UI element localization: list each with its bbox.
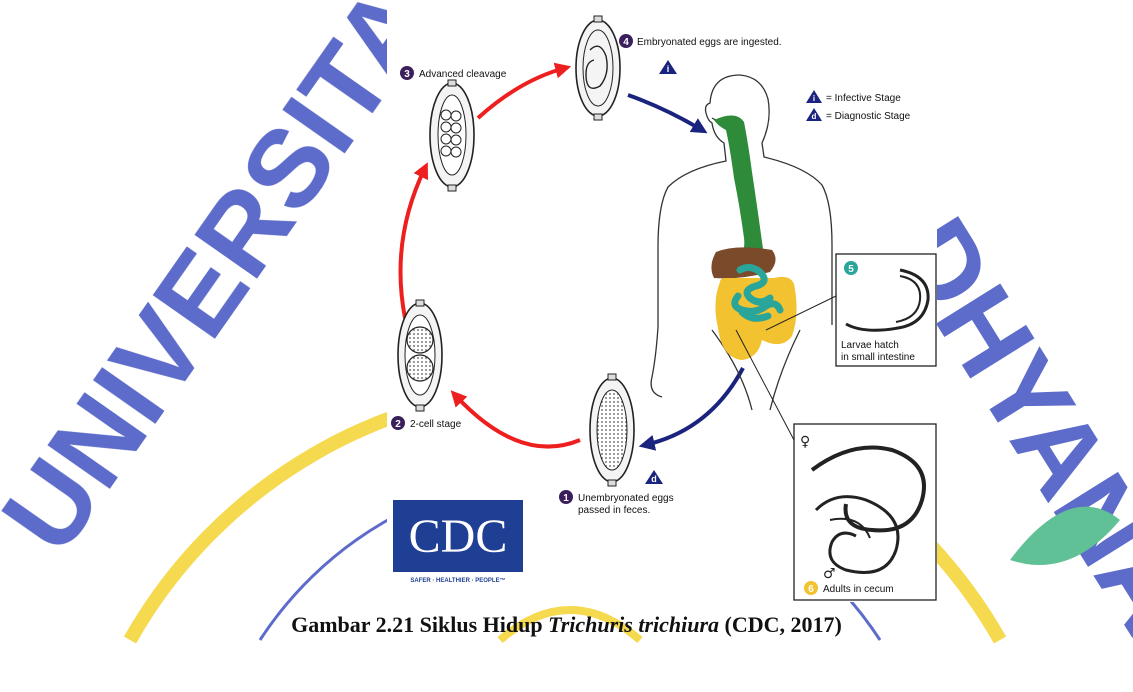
cdc-logo-text: CDC <box>409 510 508 563</box>
label-stage1-line1: Unembryonated eggs <box>578 493 674 504</box>
label-stage5-line1: Larvae hatch <box>841 340 899 351</box>
svg-text:d: d <box>812 112 817 121</box>
svg-text:6: 6 <box>808 584 814 595</box>
label-stage2: 2-cell stage <box>410 419 462 430</box>
male-symbol: ♂ <box>823 566 836 582</box>
caption-suffix: (CDC, 2017) <box>719 612 842 637</box>
svg-text:4: 4 <box>623 37 629 48</box>
svg-text:1: 1 <box>563 493 569 504</box>
legend-infective-text: = Infective Stage <box>826 93 901 104</box>
figure-caption: Gambar 2.21 Siklus Hidup Trichuris trich… <box>0 612 1133 638</box>
stage-number-2: 2 <box>391 416 405 430</box>
legend-diagnostic-text: = Diagnostic Stage <box>826 111 911 122</box>
caption-species: Trichuris trichiura <box>548 612 719 637</box>
caption-prefix: Gambar 2.21 Siklus Hidup <box>291 612 548 637</box>
label-stage5-line2: in small intestine <box>841 352 915 363</box>
label-stage4: Embryonated eggs are ingested. <box>637 37 782 48</box>
cdc-logo: CDC SAFER · HEALTHIER · PEOPLE™ <box>393 500 523 584</box>
label-stage1-line2: passed in feces. <box>578 505 650 516</box>
stage-number-5: 5 <box>844 261 858 275</box>
stage-number-1: 1 <box>559 490 573 504</box>
svg-text:3: 3 <box>404 69 410 80</box>
stage-number-6: 6 <box>804 581 818 595</box>
label-stage3: Advanced cleavage <box>419 69 507 80</box>
svg-text:d: d <box>651 474 657 484</box>
svg-text:i: i <box>813 94 815 103</box>
svg-text:5: 5 <box>848 264 854 275</box>
label-stage6: Adults in cecum <box>823 584 894 595</box>
svg-text:2: 2 <box>395 419 401 430</box>
stage-number-3: 3 <box>400 66 414 80</box>
cdc-tagline: SAFER · HEALTHIER · PEOPLE™ <box>410 577 505 584</box>
svg-text:i: i <box>667 64 670 74</box>
stage-number-4: 4 <box>619 34 633 48</box>
female-symbol: ♀ <box>800 434 810 450</box>
